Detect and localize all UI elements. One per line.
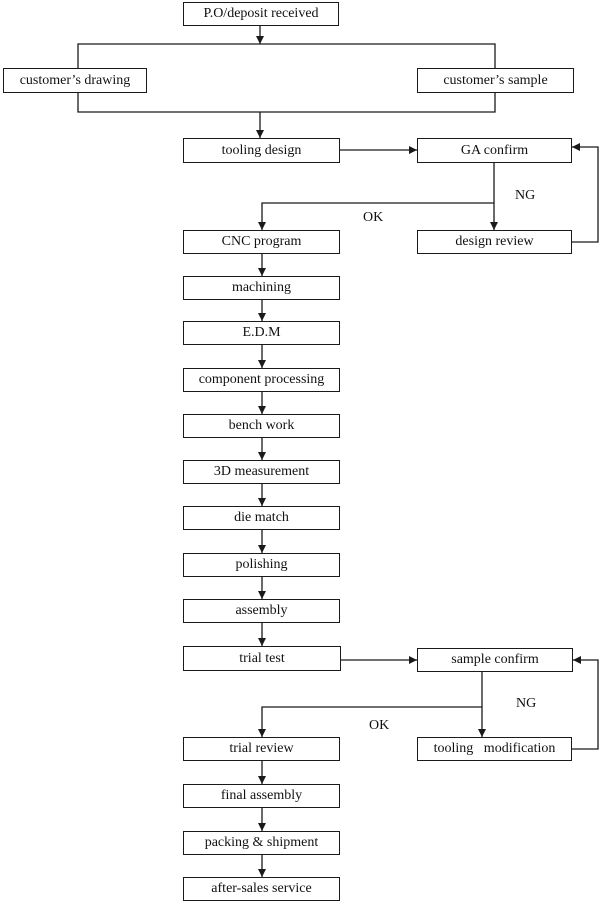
edge-review-ga: [572, 143, 599, 243]
node-sample-confirm: sample confirm: [417, 648, 573, 672]
edge-split-drawing: [77, 43, 496, 68]
node-final-assembly: final assembly: [183, 784, 340, 808]
node-customer-sample: customer’s sample: [417, 68, 574, 93]
edge-sample-ok: [258, 706, 482, 737]
node-machining: machining: [183, 276, 340, 300]
node-tooling-modification: tooling modification: [417, 737, 572, 761]
edge-ga-ok: [258, 202, 494, 230]
node-polishing: polishing: [183, 553, 340, 577]
node-ga-confirm: GA confirm: [417, 138, 572, 163]
node-3d-measurement: 3D measurement: [183, 460, 340, 484]
node-component-processing: component processing: [183, 368, 340, 392]
node-packing-shipment: packing & shipment: [183, 831, 340, 855]
node-bench-work: bench work: [183, 414, 340, 438]
node-trial-test: trial test: [183, 646, 341, 671]
node-tooling-design: tooling design: [183, 138, 340, 163]
node-after-sales-service: after-sales service: [183, 877, 340, 901]
node-trial-review: trial review: [183, 737, 340, 761]
label-ng-ga: NG: [515, 188, 536, 203]
edge-merge: [77, 93, 496, 113]
node-assembly: assembly: [183, 599, 340, 623]
node-po-deposit: P.O/deposit received: [183, 2, 339, 26]
label-ok-ga: OK: [363, 210, 384, 225]
node-edm: E.D.M: [183, 321, 340, 345]
label-ng-sample: NG: [516, 696, 537, 711]
node-customer-drawing: customer’s drawing: [3, 68, 147, 93]
label-ok-sample: OK: [369, 718, 390, 733]
node-design-review: design review: [417, 230, 572, 254]
node-cnc-program: CNC program: [183, 230, 340, 254]
edge-mod-sample: [572, 656, 599, 750]
node-die-match: die match: [183, 506, 340, 530]
